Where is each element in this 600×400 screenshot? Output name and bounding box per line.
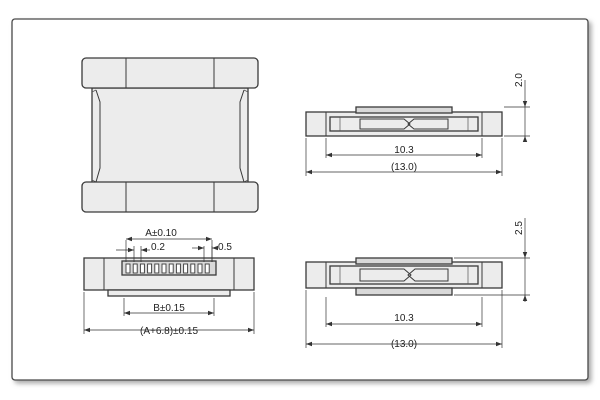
side-view-lower — [305, 257, 503, 296]
plan-view-right-rail — [239, 89, 245, 183]
contact-pin — [132, 263, 138, 274]
side-view-lower-inner-frame — [329, 265, 479, 285]
side-view-upper-contact-left — [359, 118, 411, 130]
plan-view-corner-lines — [91, 89, 249, 183]
side-view-upper — [305, 106, 503, 137]
contact-pin — [204, 263, 210, 274]
dim-inner-lower: 10.3 — [394, 313, 414, 324]
contact-pin — [175, 263, 181, 274]
side-view-lower-contact-left — [359, 268, 412, 282]
side-view-lower-dimensions: 10.3 (13.0) 2.5 — [305, 218, 530, 350]
contact-pin — [197, 263, 203, 274]
contact-pin — [168, 263, 174, 274]
side-view-upper-contact-right — [407, 118, 449, 130]
dim-outer-upper: (13.0) — [391, 162, 417, 173]
front-view-pins — [125, 263, 210, 274]
dim-edge: 0.5 — [218, 242, 232, 253]
contact-pin — [147, 263, 153, 274]
side-view-lower-top-plate — [355, 257, 453, 265]
front-view-base — [107, 289, 231, 297]
contact-pin — [125, 263, 131, 274]
dim-b: B±0.15 — [153, 303, 185, 314]
plan-view-top-tab — [81, 57, 259, 89]
front-view — [83, 257, 255, 297]
dim-height-upper: 2.0 — [514, 73, 525, 87]
dim-pitch-total: A±0.10 — [145, 228, 177, 239]
dim-height-lower: 2.5 — [514, 221, 525, 235]
front-view-dimensions: A±0.10 0.2 0.5 B±0.15 (A+6.8)±0.15 — [83, 228, 255, 337]
plan-view-body — [91, 87, 249, 185]
plan-view-bottom-tab — [81, 181, 259, 213]
side-view-upper-top-plate — [355, 106, 453, 114]
side-view-upper-dimensions: 10.3 (13.0) 2.0 — [305, 73, 530, 176]
contact-pin — [139, 263, 145, 274]
side-view-lower-bottom-plate — [355, 287, 453, 296]
dim-outer-lower: (13.0) — [391, 339, 417, 350]
contact-pin — [183, 263, 189, 274]
side-view-lower-contact-right — [407, 268, 449, 282]
dim-overall: (A+6.8)±0.15 — [140, 326, 198, 337]
contact-pin — [190, 263, 196, 274]
dim-inner-upper: 10.3 — [394, 145, 414, 156]
contact-pin — [154, 263, 160, 274]
plan-view — [81, 57, 259, 213]
plan-view-left-rail — [95, 89, 101, 183]
contact-pin — [161, 263, 167, 274]
side-view-upper-inner-frame — [329, 116, 479, 132]
dim-pitch: 0.2 — [151, 242, 165, 253]
